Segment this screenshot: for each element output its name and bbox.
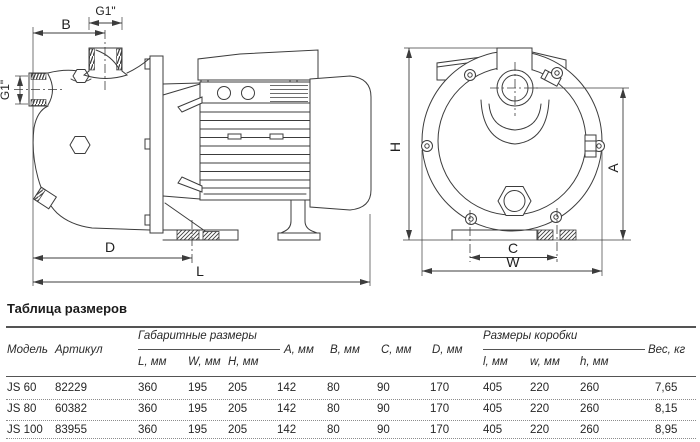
cell-L: 360 xyxy=(138,382,158,394)
cell-box-l: 405 xyxy=(483,403,503,415)
cell-D: 170 xyxy=(430,403,450,415)
col-header-d: D, мм xyxy=(432,344,463,356)
col-header-weight: Вес, кг xyxy=(648,344,686,356)
cell-box-h: 260 xyxy=(580,382,600,394)
cell-W: 195 xyxy=(188,424,208,436)
cell-L: 360 xyxy=(138,424,158,436)
cell-A: 142 xyxy=(277,403,297,415)
dim-label-b: B xyxy=(61,16,70,32)
table-title: Таблица размеров xyxy=(7,301,127,316)
cell-C: 90 xyxy=(377,424,390,436)
cell-box-h: 260 xyxy=(580,424,600,436)
col-header-box-h: h, мм xyxy=(580,356,609,368)
cell-B: 80 xyxy=(327,424,340,436)
dim-label-c: C xyxy=(508,240,518,256)
cell-model: JS 60 xyxy=(7,382,37,394)
col-header-b: B, мм xyxy=(330,344,360,356)
cell-C: 90 xyxy=(377,403,390,415)
col-header-L: L, мм xyxy=(138,356,167,368)
dim-label-g1-top: G1" xyxy=(95,4,115,18)
column-group-overall-dimensions: Габаритные размеры xyxy=(138,330,257,342)
cell-A: 142 xyxy=(277,382,297,394)
group-underline xyxy=(483,349,645,350)
cell-H: 205 xyxy=(228,382,248,394)
row-separator xyxy=(6,399,696,400)
row-separator xyxy=(6,420,696,421)
cell-weight: 7,65 xyxy=(655,382,678,394)
cell-L: 360 xyxy=(138,403,158,415)
cell-A: 142 xyxy=(277,424,297,436)
cell-D: 170 xyxy=(430,424,450,436)
dim-label-h: H xyxy=(387,142,403,152)
dim-label-l: L xyxy=(196,263,204,279)
cell-box-h: 260 xyxy=(580,403,600,415)
col-header-model: Модель xyxy=(7,344,48,356)
col-header-a: A, мм xyxy=(284,344,314,356)
col-header-W: W, мм xyxy=(188,356,221,368)
cell-model: JS 100 xyxy=(7,424,43,436)
col-header-c: C, мм xyxy=(381,344,412,356)
column-group-box-dimensions: Размеры коробки xyxy=(483,330,578,342)
col-header-box-w: w, мм xyxy=(530,356,560,368)
side-view: G1" B G1" D L xyxy=(0,4,372,286)
cell-W: 195 xyxy=(188,403,208,415)
cell-box-w: 220 xyxy=(530,403,550,415)
dim-label-d: D xyxy=(105,239,115,255)
pump-technical-drawing: G1" B G1" D L xyxy=(0,4,631,286)
cell-H: 205 xyxy=(228,403,248,415)
cell-sku: 82229 xyxy=(55,382,87,394)
cell-W: 195 xyxy=(188,382,208,394)
cell-box-w: 220 xyxy=(530,382,550,394)
group-underline xyxy=(138,349,280,350)
table-bottom-rule xyxy=(6,438,696,439)
cell-weight: 8,95 xyxy=(655,424,678,436)
cell-sku: 60382 xyxy=(55,403,87,415)
cell-box-l: 405 xyxy=(483,424,503,436)
cell-sku: 83955 xyxy=(55,424,87,436)
col-header-box-l: l, мм xyxy=(483,356,508,368)
header-bottom-rule xyxy=(6,376,696,377)
col-header-H: H, мм xyxy=(228,356,259,368)
dim-label-w: W xyxy=(506,254,520,270)
cell-box-w: 220 xyxy=(530,424,550,436)
cell-box-l: 405 xyxy=(483,382,503,394)
table-top-rule xyxy=(6,326,696,328)
front-view: H A C W xyxy=(387,47,631,276)
flange-bolts xyxy=(421,67,605,225)
dim-label-g1-side: G1" xyxy=(0,80,12,100)
col-header-sku: Артикул xyxy=(55,344,103,356)
cell-weight: 8,15 xyxy=(655,403,678,415)
cell-B: 80 xyxy=(327,382,340,394)
cell-H: 205 xyxy=(228,424,248,436)
cell-C: 90 xyxy=(377,382,390,394)
cell-model: JS 80 xyxy=(7,403,37,415)
cell-B: 80 xyxy=(327,403,340,415)
dim-label-a: A xyxy=(605,163,621,173)
cell-D: 170 xyxy=(430,382,450,394)
